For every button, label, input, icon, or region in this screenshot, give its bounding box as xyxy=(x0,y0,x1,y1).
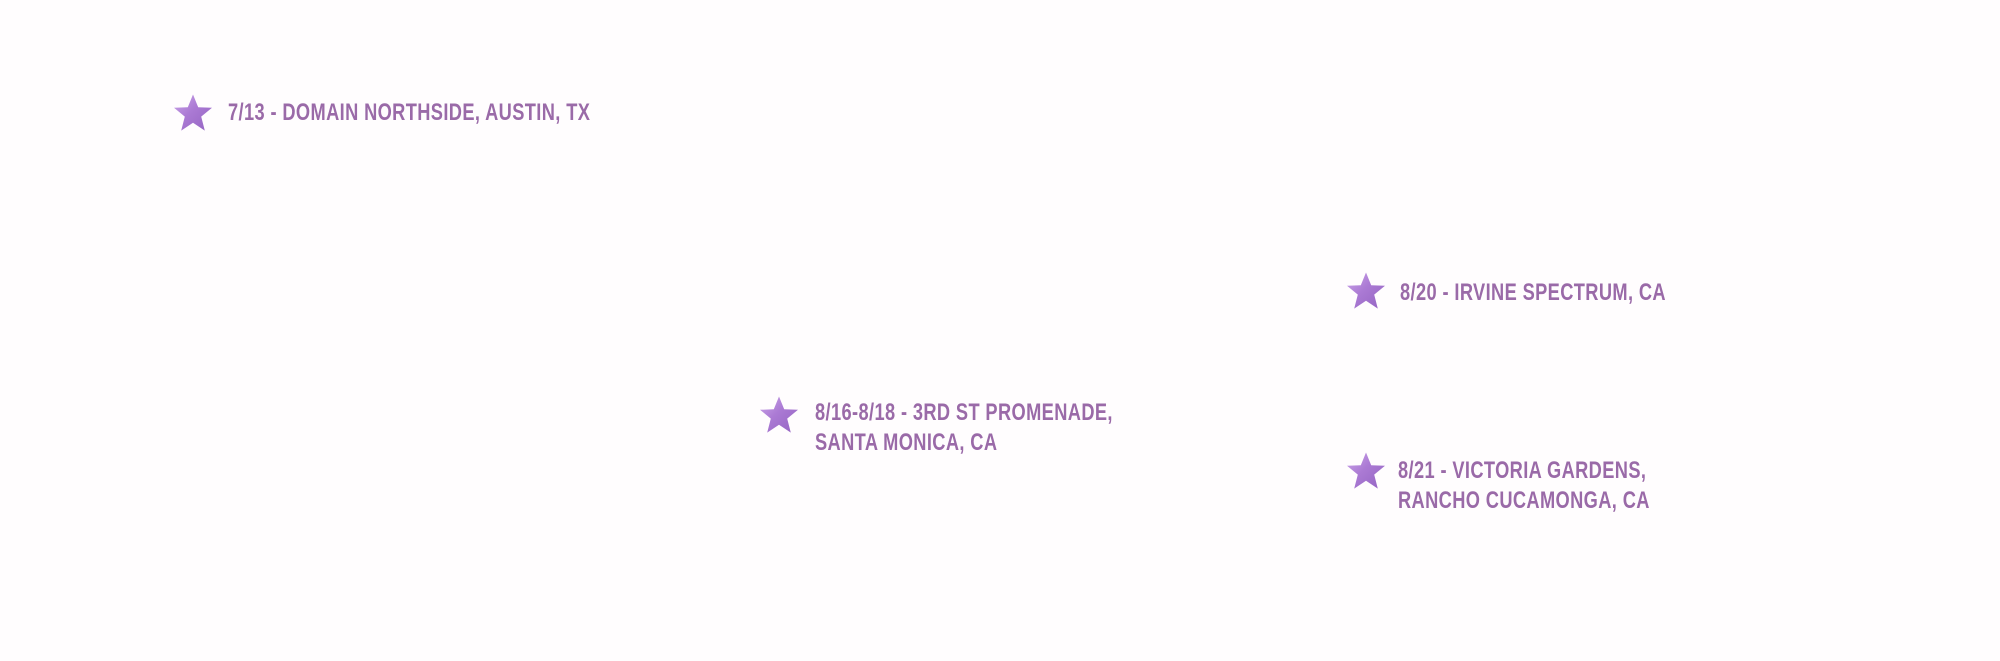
event-label: 8/20 - IRVINE SPECTRUM, CA xyxy=(1400,278,1666,308)
event-label-line: 7/13 - DOMAIN NORTHSIDE, AUSTIN, TX xyxy=(228,99,591,126)
event-label: 8/21 - VICTORIA GARDENS, RANCHO CUCAMONG… xyxy=(1398,456,1650,516)
event-label-line: SANTA MONICA, CA xyxy=(815,429,998,456)
event-label: 8/16-8/18 - 3RD ST PROMENADE, SANTA MONI… xyxy=(815,398,1113,458)
star-icon xyxy=(758,395,800,435)
event-label-line: 8/21 - VICTORIA GARDENS, xyxy=(1398,457,1647,484)
event-label-line: 8/20 - IRVINE SPECTRUM, CA xyxy=(1400,279,1666,306)
star-icon xyxy=(172,93,214,133)
event-label: 7/13 - DOMAIN NORTHSIDE, AUSTIN, TX xyxy=(228,98,590,128)
event-label-line: RANCHO CUCAMONGA, CA xyxy=(1398,487,1650,514)
star-icon xyxy=(1345,451,1387,491)
star-icon xyxy=(1345,271,1387,311)
event-label-line: 8/16-8/18 - 3RD ST PROMENADE, xyxy=(815,399,1113,426)
